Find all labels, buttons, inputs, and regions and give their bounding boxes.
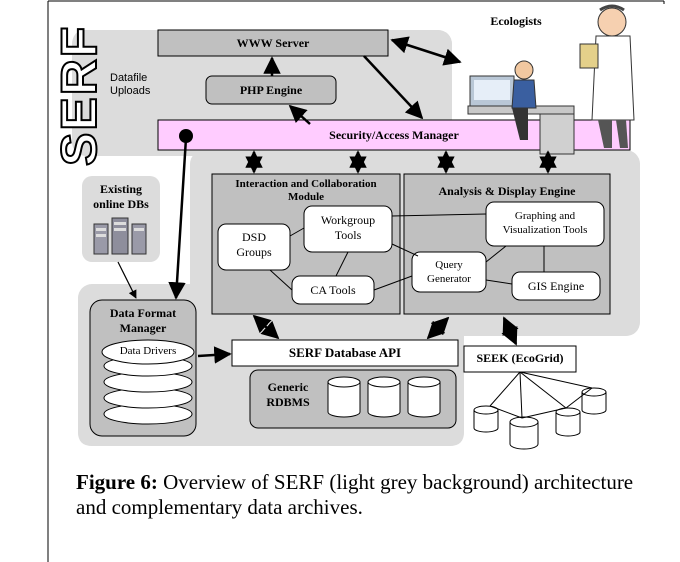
link-dsd-ca	[269, 269, 293, 291]
link-workgroup-query	[391, 243, 419, 257]
www-server-box	[157, 29, 389, 57]
link-query-gis	[485, 279, 513, 285]
upload-junction-dot	[179, 129, 193, 143]
data-drivers-label: Data Drivers	[119, 345, 177, 357]
ecologists-label: Ecologists	[490, 14, 542, 28]
ecogrid-links	[489, 371, 593, 419]
link-dsd-workgroup	[289, 227, 305, 237]
gis-engine-box	[511, 271, 601, 301]
dsd-groups-box	[217, 223, 291, 271]
arrow-analysis-api	[426, 316, 450, 340]
arrow-security-php	[288, 104, 311, 125]
www-server-label: WWW Server	[236, 36, 310, 50]
arrow-www-ecologists	[390, 36, 462, 66]
rdbms-cylinders	[327, 376, 441, 418]
workgroup-tools-label: Workgroup Tools	[320, 213, 376, 242]
serf-logo-text: SERF	[50, 24, 108, 167]
link-workgroup-ca	[335, 251, 349, 277]
query-generator-label: Query Generator	[427, 259, 471, 285]
serf-logo: SERF	[50, 24, 114, 167]
link-query-graphing	[485, 245, 507, 263]
arrow-interaction-api	[252, 314, 280, 340]
datafile-uploads-label: Datafile Uploads	[110, 72, 151, 97]
data-drivers-stack	[101, 339, 195, 425]
link-workgroup-graphing	[391, 213, 487, 217]
analysis-engine-label: Analysis & Display Engine	[438, 184, 576, 198]
server-tower-icon	[93, 217, 147, 255]
graphing-tools-label: Graphing and Visualization Tools	[502, 210, 588, 236]
arrow-dfm-api	[197, 346, 232, 364]
arrow-dbs-dfm	[117, 261, 137, 299]
dsd-groups-label: DSD Groups	[236, 230, 272, 259]
existing-dbs-label: Existing online DBs	[93, 182, 149, 211]
data-format-manager-label: Data Format Manager	[109, 306, 177, 335]
seek-ecogrid-box	[463, 345, 577, 373]
figure-caption: Figure 6: Overview of SERF (light grey b…	[76, 470, 636, 520]
ecogrid-cylinders	[473, 387, 607, 450]
security-manager-label: Security/Access Manager	[329, 128, 459, 142]
php-engine-label: PHP Engine	[239, 83, 303, 97]
gis-engine-label: GIS Engine	[527, 279, 585, 293]
generic-rdbms-label: Generic RDBMS	[266, 380, 310, 409]
ecologists-illustration-icon	[467, 4, 635, 155]
ca-tools-label: CA Tools	[310, 283, 356, 297]
arrow-uploads-dfm	[168, 137, 188, 300]
arrow-www-security	[363, 55, 424, 120]
serf-database-api-box	[231, 339, 459, 367]
graphing-tools-box	[485, 201, 605, 247]
serf-database-api-label: SERF Database API	[288, 345, 402, 360]
figure-caption-text: Overview of SERF (light grey background)…	[76, 470, 634, 519]
interaction-module-label: Interaction and Collaboration Module	[235, 178, 377, 203]
arrow-analysis-seek	[501, 316, 519, 346]
link-ca-query	[373, 275, 413, 291]
seek-ecogrid-label: SEEK (EcoGrid)	[476, 351, 564, 365]
query-generator-box	[411, 251, 487, 293]
figure-caption-label: Figure 6:	[76, 470, 158, 494]
